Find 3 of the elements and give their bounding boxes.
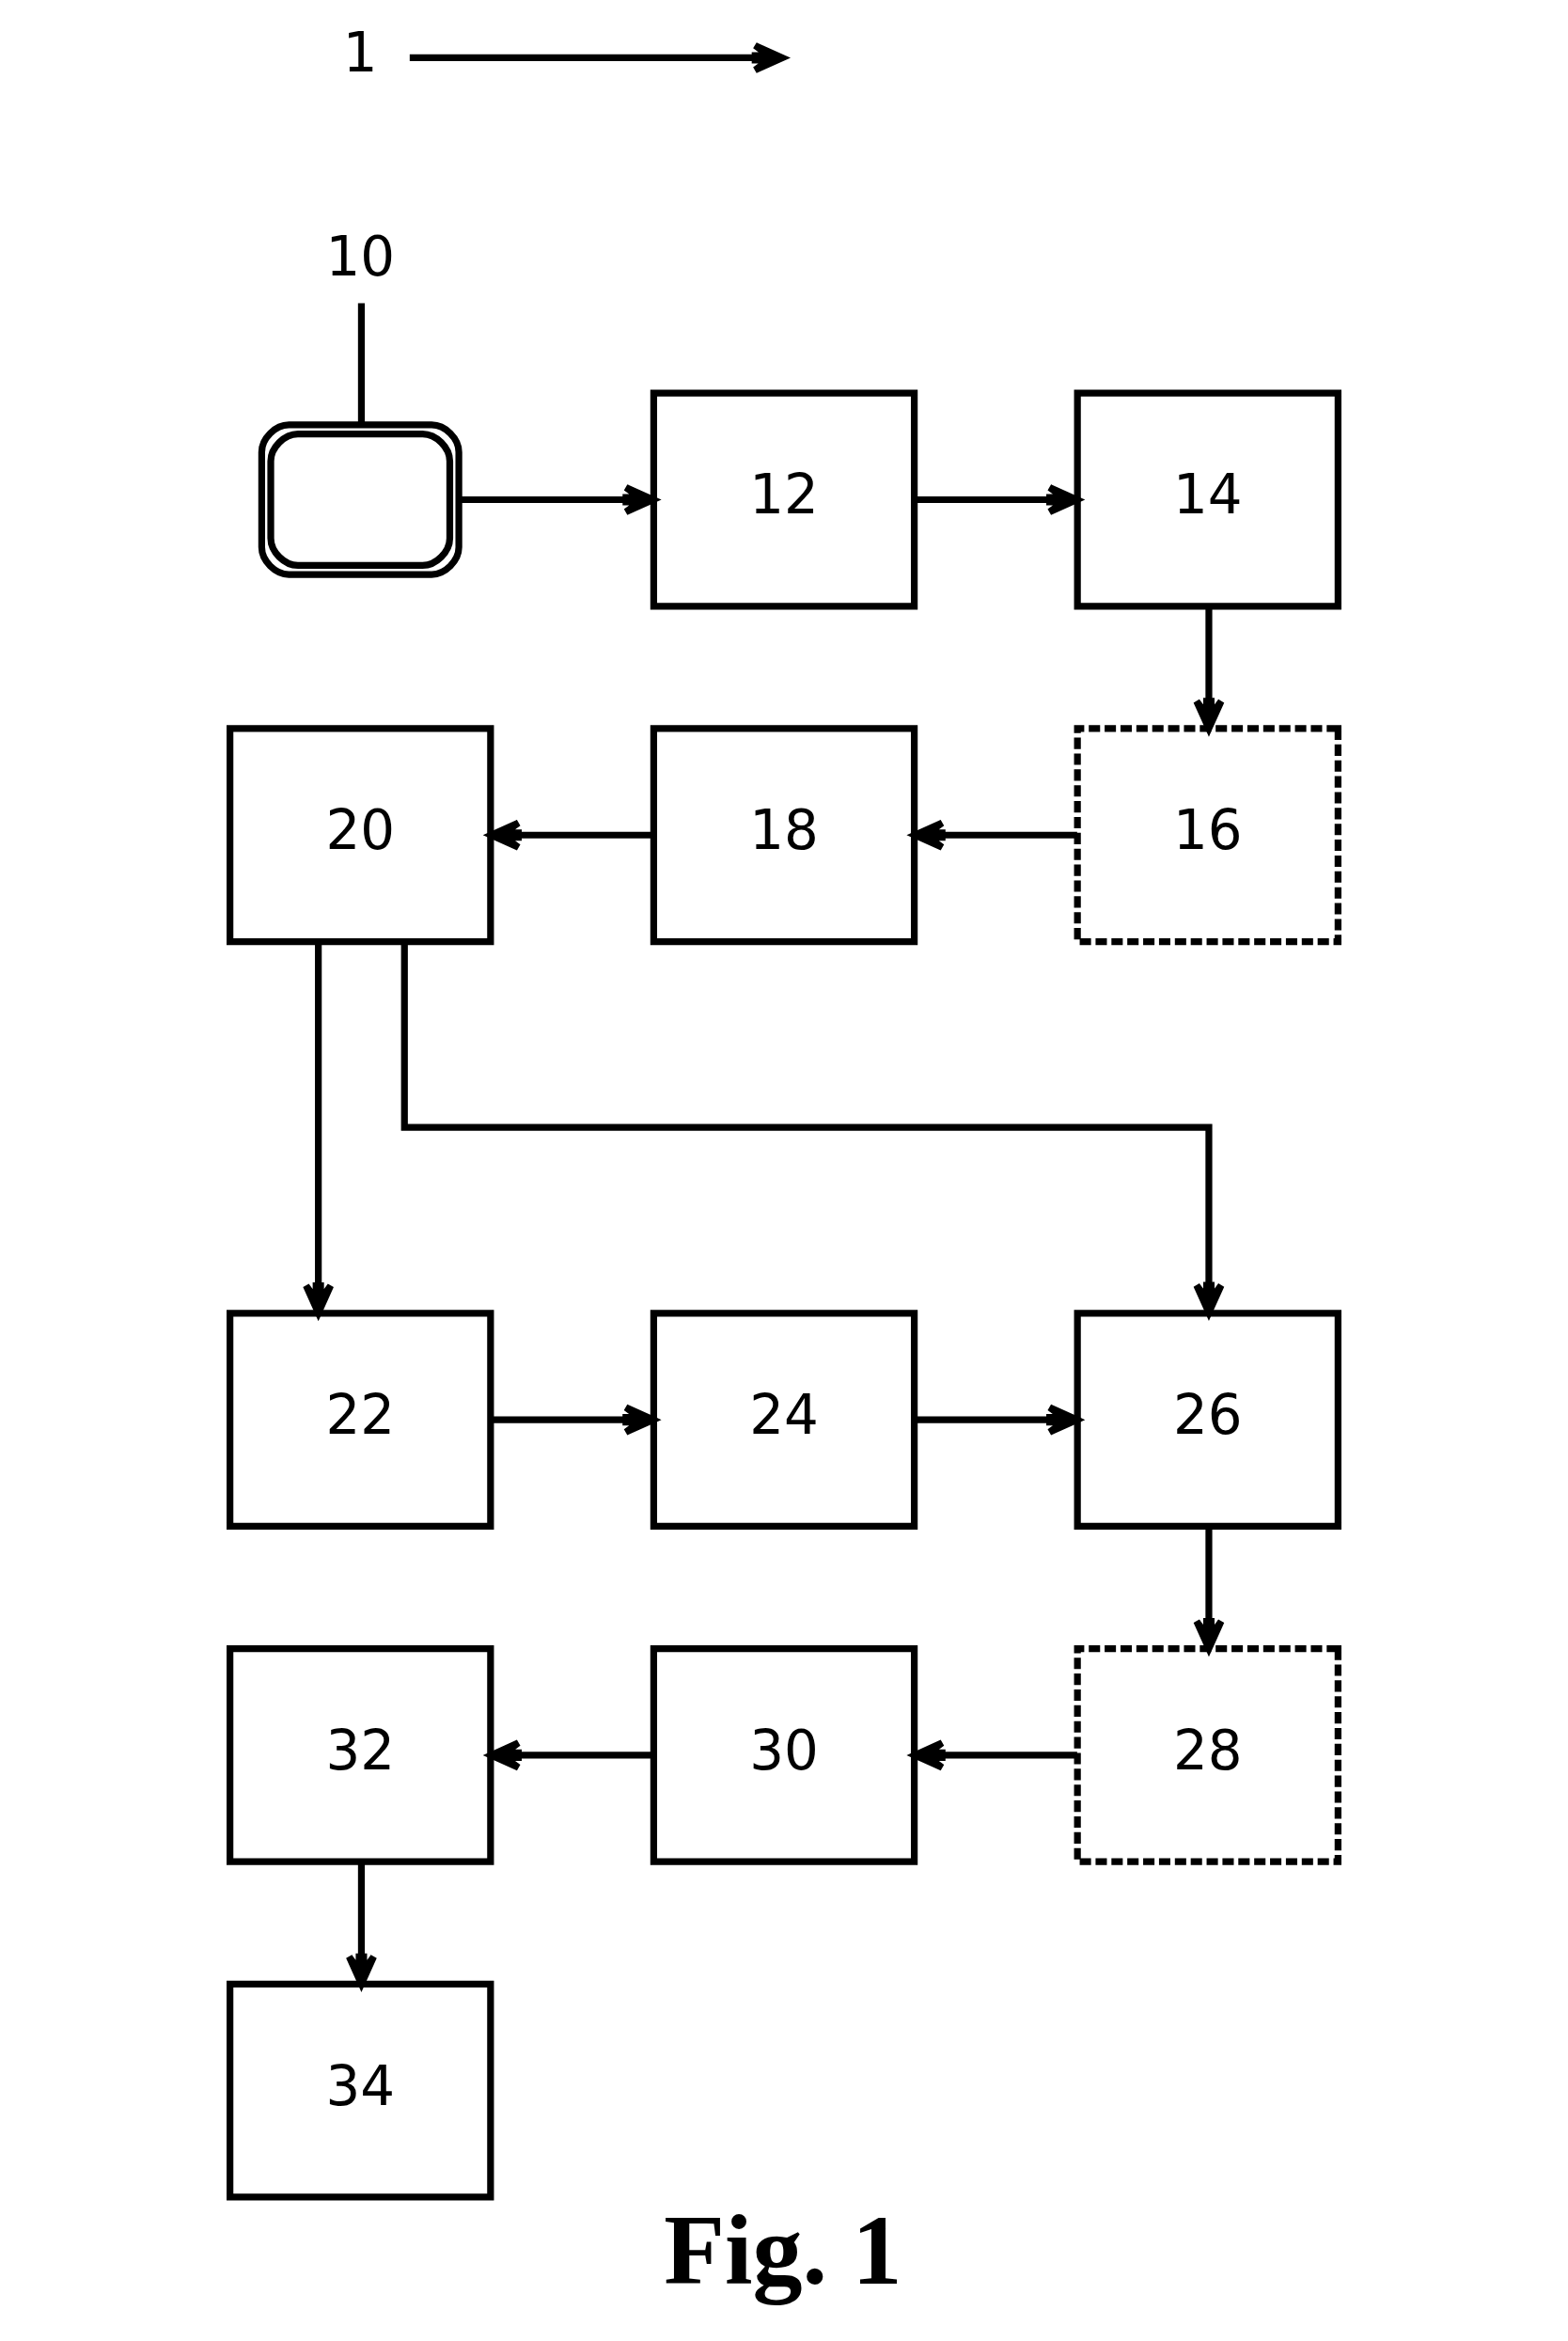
- caption: Fig. 1: [664, 2194, 902, 2306]
- node-text: 1: [342, 21, 378, 86]
- node-text: 10: [325, 225, 396, 290]
